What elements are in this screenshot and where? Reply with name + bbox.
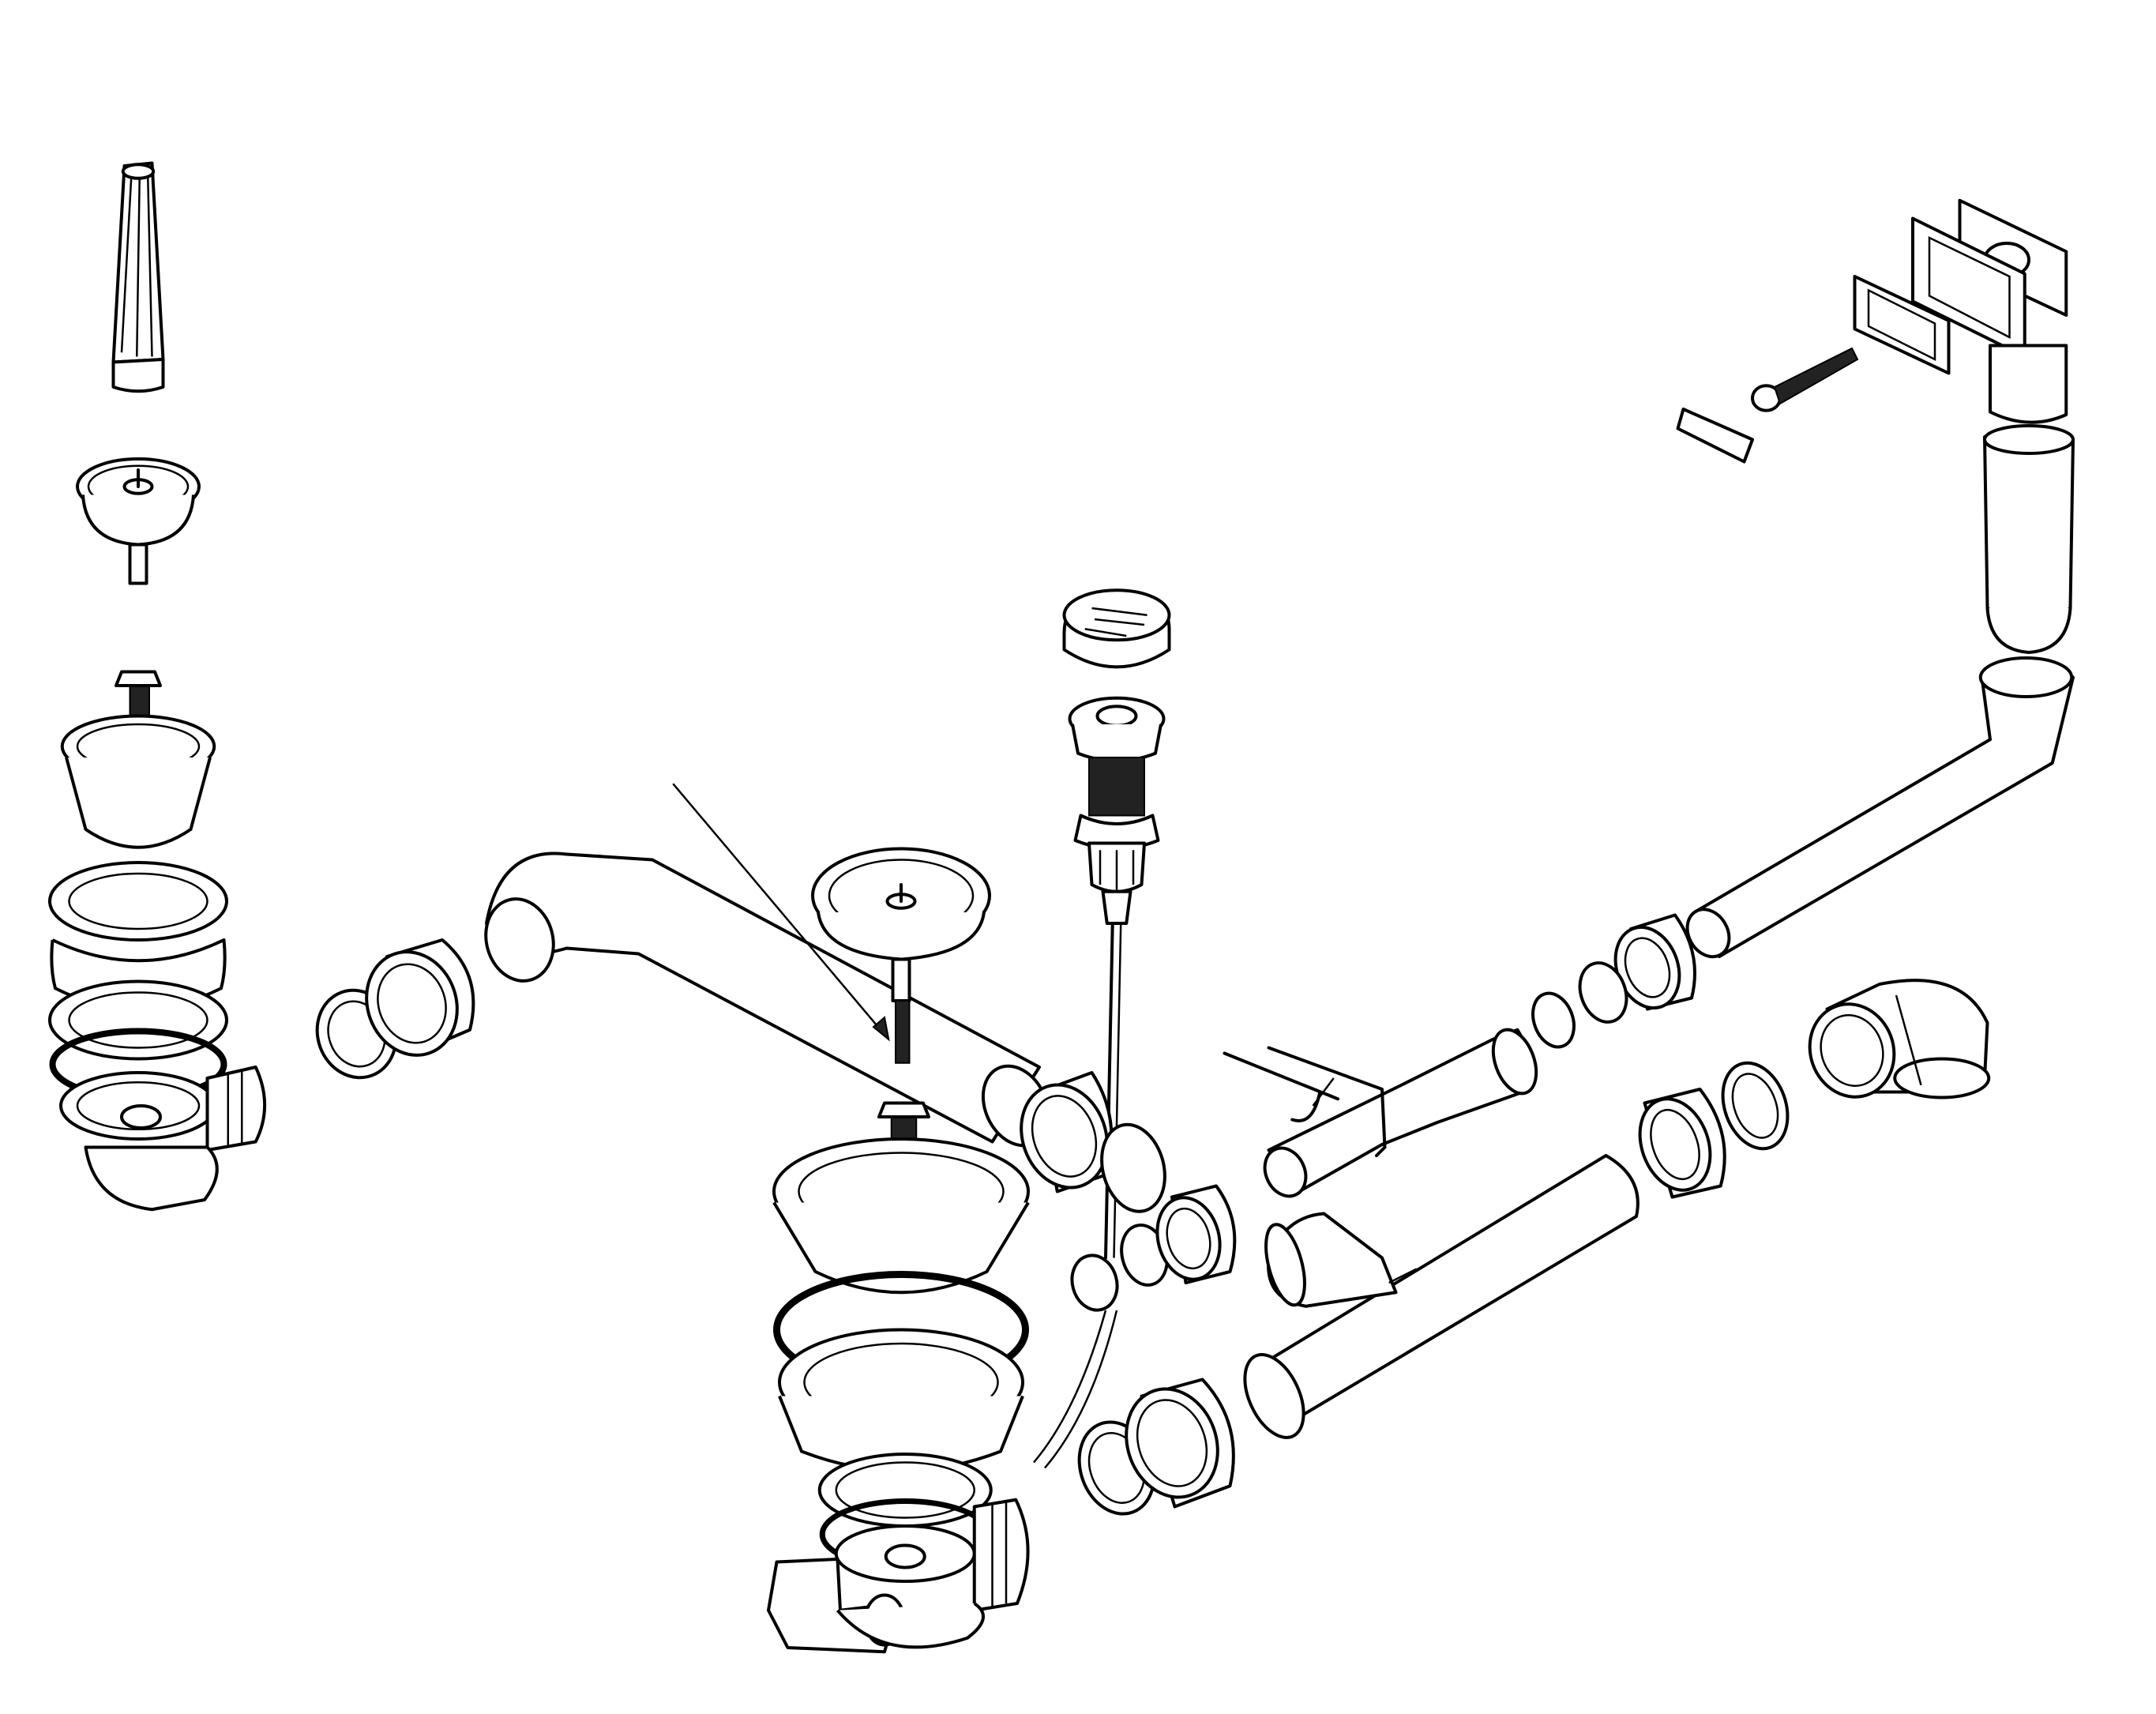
strainer-body-center — [768, 1103, 1028, 1652]
connector-nuts — [1526, 915, 1695, 1053]
lower-nut-pair — [1067, 1376, 1234, 1524]
overflow-elbow-pipe — [1225, 1024, 1545, 1203]
control-cable — [1034, 923, 1123, 1468]
leader-arrow — [873, 1017, 888, 1039]
strainer-basket-left — [77, 459, 199, 584]
remote-valve — [1070, 698, 1164, 923]
overflow-clip — [1678, 409, 1753, 462]
elbow-90 — [1797, 980, 1989, 1109]
overflow-riser — [1985, 426, 2073, 652]
leader-line — [673, 784, 888, 1039]
overflow-screw — [1752, 348, 1857, 411]
main-drain-pipe — [1233, 1156, 1638, 1447]
strainer-basket-center — [813, 849, 990, 1063]
remote-knob — [1065, 590, 1170, 667]
right-nuts — [1628, 1054, 1799, 1200]
overflow-pipe — [1679, 658, 2073, 964]
overflow-head — [1855, 201, 2067, 423]
nut-pair-left — [305, 939, 473, 1089]
center-nuts — [1007, 1073, 1234, 1290]
upper-bent-pipe — [477, 853, 1061, 1156]
stopper-rod — [114, 164, 163, 392]
strainer-body-left — [50, 672, 265, 1210]
